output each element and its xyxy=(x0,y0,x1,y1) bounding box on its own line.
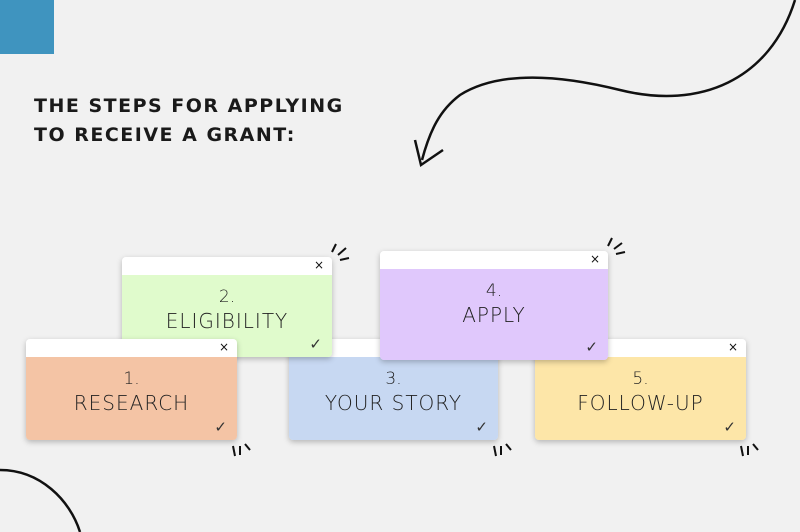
close-icon[interactable]: × xyxy=(589,252,600,266)
close-icon[interactable]: × xyxy=(218,340,229,354)
check-icon: ✓ xyxy=(475,418,488,436)
title-line-2: TO RECEIVE A GRANT: xyxy=(34,124,296,146)
step-label: ELIGIBILITY xyxy=(165,309,289,333)
step-card-apply: × 4.APPLY ✓ xyxy=(380,251,608,360)
page-title: THE STEPS FOR APPLYING TO RECEIVE A GRAN… xyxy=(34,92,344,150)
check-icon: ✓ xyxy=(309,335,322,353)
step-label: YOUR STORY xyxy=(324,391,463,415)
step-label: APPLY xyxy=(462,303,526,327)
title-line-1: THE STEPS FOR APPLYING xyxy=(34,95,344,117)
check-icon: ✓ xyxy=(214,418,227,436)
step-label: RESEARCH xyxy=(73,391,190,415)
step-number: 1. xyxy=(123,369,140,389)
step-label: FOLLOW-UP xyxy=(577,391,704,415)
check-icon: ✓ xyxy=(723,418,736,436)
step-number: 2. xyxy=(218,287,236,307)
step-number: 5. xyxy=(632,369,649,389)
check-icon: ✓ xyxy=(585,338,598,356)
corner-accent-square xyxy=(0,0,54,54)
step-number: 3. xyxy=(385,369,402,389)
close-icon[interactable]: × xyxy=(313,258,324,272)
step-number: 4. xyxy=(485,281,503,301)
close-icon[interactable]: × xyxy=(727,340,738,354)
step-card-research: × 1.RESEARCH ✓ xyxy=(26,339,237,440)
